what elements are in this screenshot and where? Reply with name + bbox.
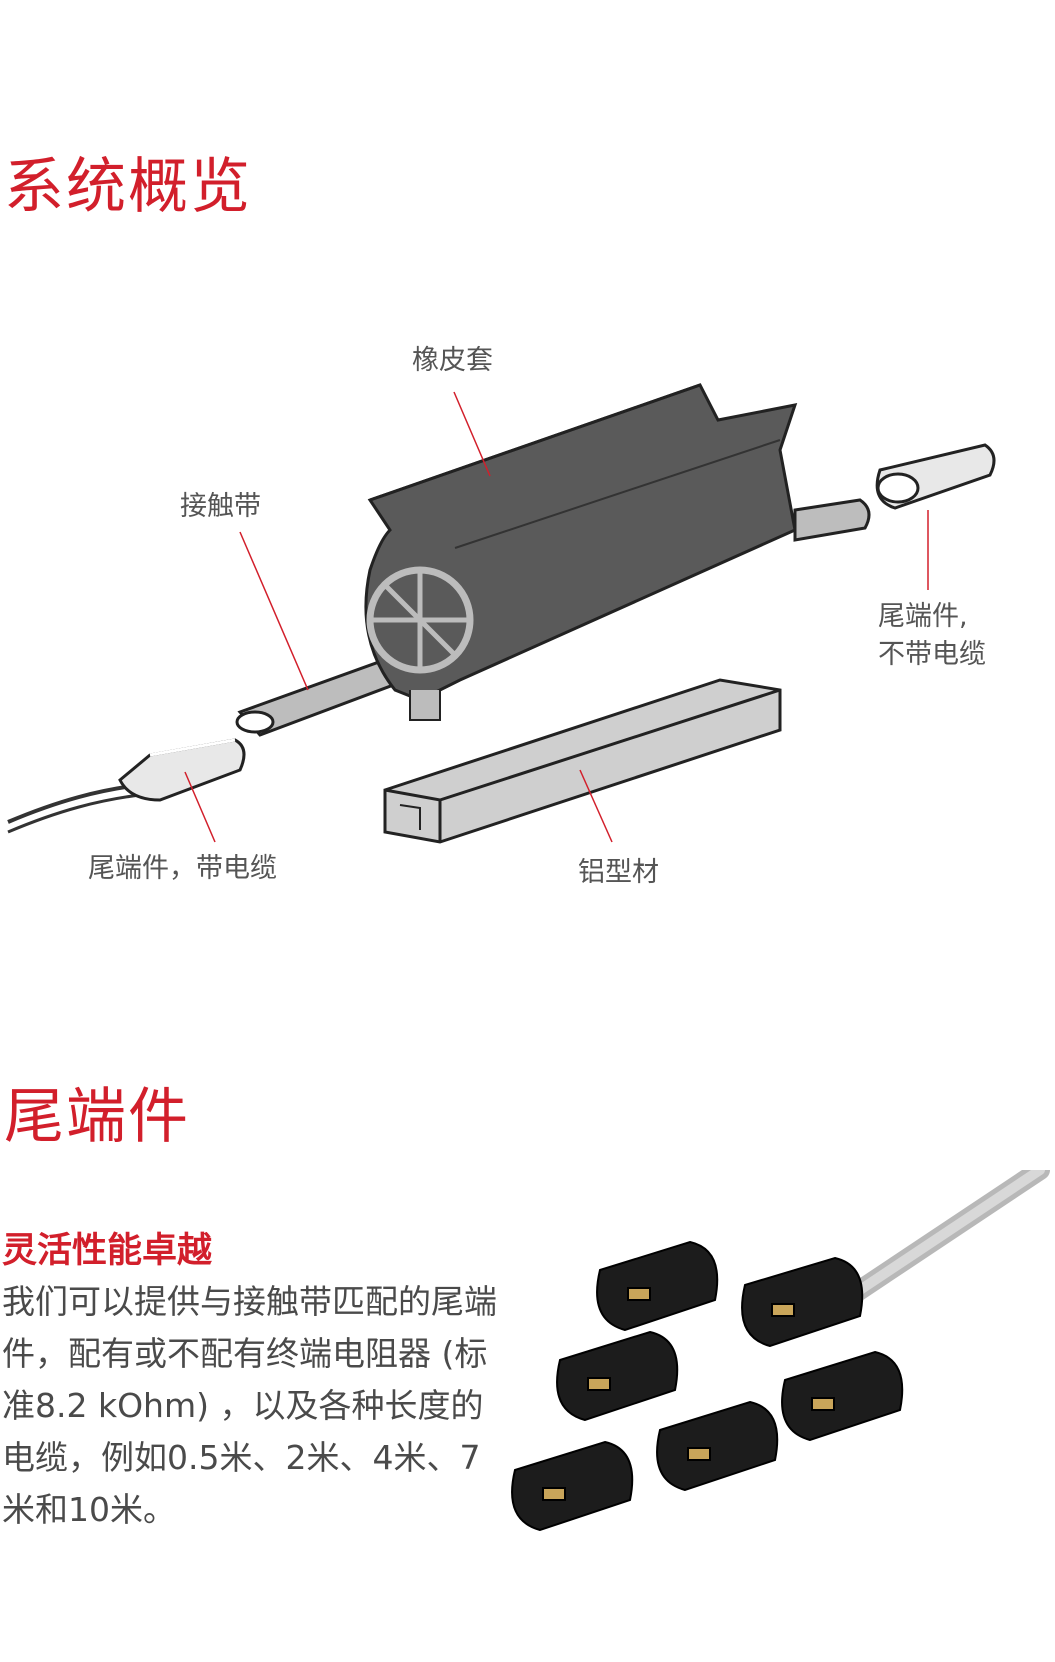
label-end-cap-no-cable-line1: 尾端件, — [878, 601, 968, 632]
end-cap-piece — [781, 1350, 904, 1442]
end-caps-photo — [511, 1170, 1050, 1532]
end-cap-piece — [741, 1256, 864, 1348]
rubber-jacket-illustration — [364, 383, 798, 721]
end-cap-piece — [656, 1400, 779, 1492]
aluminum-profile-illustration — [383, 678, 782, 844]
section-title-end-caps: 尾端件 — [4, 1082, 190, 1152]
label-end-cap-no-cable-line2: 不带电缆 — [878, 639, 986, 670]
cable — [7, 783, 141, 824]
leader-lines — [184, 391, 929, 843]
system-diagram — [7, 383, 996, 844]
label-aluminum-profile: 铝型材 — [578, 857, 659, 888]
label-rubber-jacket: 橡皮套 — [412, 345, 493, 376]
end-cap-piece — [511, 1440, 634, 1532]
end-cap-piece — [556, 1330, 679, 1422]
description-text: 我们可以提供与接触带匹配的尾端件，配有或不配有终端电阻器 (标准8.2 kOhm… — [2, 1282, 497, 1529]
label-contact-strip: 接触带 — [180, 491, 261, 522]
end-cap-with-cable-illustration — [118, 738, 246, 802]
end-cap-piece — [596, 1240, 719, 1332]
section-title-overview: 系统概览 — [4, 152, 252, 222]
end-cap-without-cable-illustration — [875, 443, 996, 510]
label-end-cap-with-cable: 尾端件，带电缆 — [88, 853, 277, 884]
subtitle: 灵活性能卓越 — [2, 1231, 213, 1271]
